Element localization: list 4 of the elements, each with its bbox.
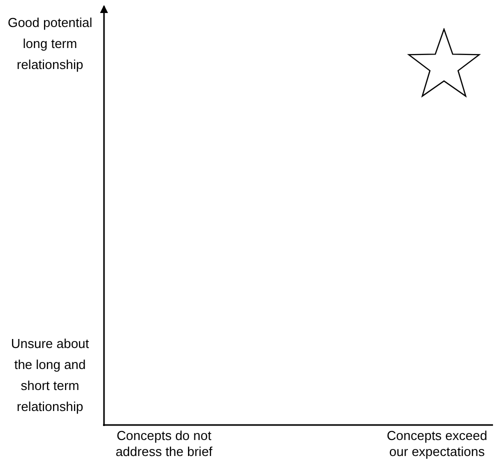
axis-label: Concepts exceed our expectations (386, 428, 488, 460)
axis-label: Concepts do not address the brief (114, 428, 214, 460)
axis-label: Unsure about the long and short term relationship (10, 335, 90, 416)
axis-label: Good potential long term relationship (6, 14, 94, 74)
